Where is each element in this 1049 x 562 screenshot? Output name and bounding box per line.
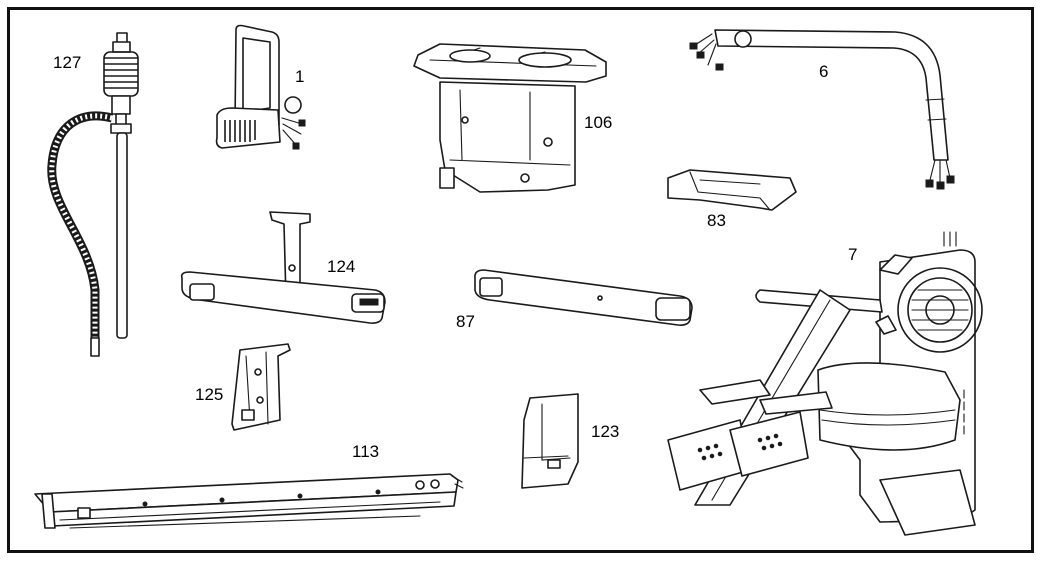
- label-6: 6: [819, 62, 828, 81]
- bracket-drawing: [231, 343, 291, 431]
- siphon-pump-drawing: [47, 32, 139, 357]
- label-1: 1: [295, 67, 304, 86]
- label-123: 123: [591, 422, 619, 441]
- cover-drawing: [667, 169, 797, 211]
- seat-carriage-drawing: [413, 43, 607, 193]
- handle-bar-drawing: [689, 29, 955, 190]
- rail-drawing: [34, 473, 464, 529]
- end-cover-drawing: [521, 393, 579, 489]
- label-106: 106: [584, 113, 612, 132]
- label-7: 7: [848, 245, 857, 264]
- label-113: 113: [352, 442, 379, 461]
- rear-stabilizer-drawing: [474, 269, 693, 326]
- label-125: 125: [195, 385, 223, 404]
- label-127: 127: [53, 53, 81, 72]
- label-87: 87: [456, 312, 475, 331]
- part-labels: 127 1 106 6 83 7 124 87 125 113 123: [53, 53, 857, 461]
- foot-plate-holes: [697, 433, 783, 461]
- console-drawing: [215, 24, 306, 150]
- rower-body-drawing: [667, 231, 983, 536]
- front-stabilizer-drawing: [180, 211, 386, 324]
- label-83: 83: [707, 211, 726, 230]
- label-124: 124: [327, 257, 355, 276]
